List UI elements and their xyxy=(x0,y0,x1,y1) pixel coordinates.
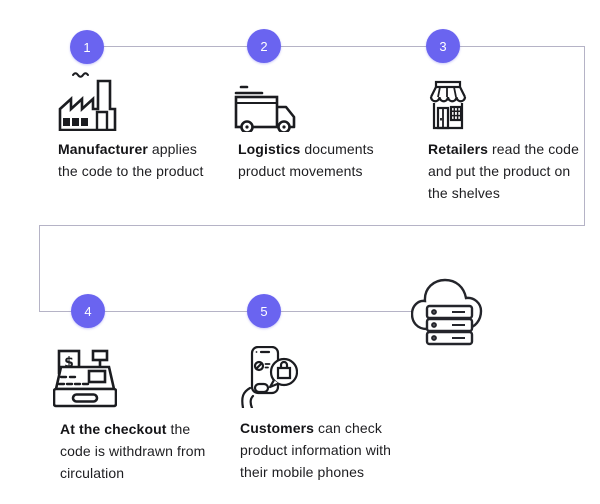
connector-right-line xyxy=(584,46,585,226)
step-5-number-badge: 5 xyxy=(247,294,281,328)
step-1-text: applies the code to the product xyxy=(58,141,204,179)
step-3-description: Retailers read the code and put the prod… xyxy=(428,138,584,204)
step-5-keyword: Customers xyxy=(240,420,315,436)
step-2-description: Logistics documents product movements xyxy=(238,138,388,182)
step-4-description: At the checkout the code is withdrawn fr… xyxy=(60,418,208,484)
step-3-keyword: Retailers xyxy=(428,141,489,157)
cloud-server-icon xyxy=(411,277,483,347)
phone-shopping-icon xyxy=(240,346,298,408)
step-3-number-badge: 3 xyxy=(426,29,460,63)
step-4-text: the code is withdrawn from circulation xyxy=(60,421,206,481)
step-3-text: read the code and put the product on the… xyxy=(428,141,579,201)
step-2-number-badge: 2 xyxy=(247,29,281,63)
connector-top-line xyxy=(87,46,584,47)
step-5-description: Customers can check product information … xyxy=(240,417,412,483)
truck-icon xyxy=(234,84,298,132)
step-5-text: can check product information with their… xyxy=(240,420,392,480)
connector-bottom-line xyxy=(39,311,413,312)
factory-icon xyxy=(57,71,117,131)
step-4-keyword: At the checkout xyxy=(60,421,167,437)
connector-left-line xyxy=(39,225,40,312)
storefront-icon xyxy=(427,79,469,131)
cash-register-icon: $ xyxy=(53,349,117,409)
step-2-keyword: Logistics xyxy=(238,141,301,157)
step-1-keyword: Manufacturer xyxy=(58,141,148,157)
step-2-text: documents product movements xyxy=(238,141,374,179)
step-1-description: Manufacturer applies the code to the pro… xyxy=(58,138,208,182)
step-4-number-badge: 4 xyxy=(71,294,105,328)
step-1-number-badge: 1 xyxy=(70,30,104,64)
connector-middle-line xyxy=(39,225,585,226)
dollar-glyph: $ xyxy=(64,355,74,371)
